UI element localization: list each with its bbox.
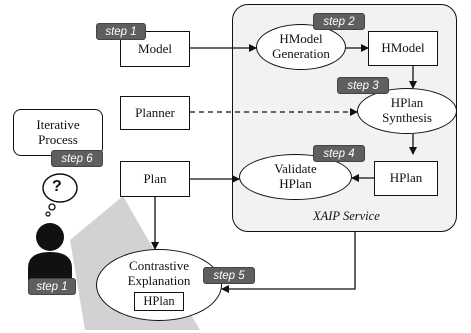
- user-head-icon: [36, 223, 64, 251]
- thought-bubble-icon: [42, 173, 78, 203]
- step-badge-generation: step 2: [313, 13, 365, 30]
- contrastive-explanation-line-1: Contrastive: [129, 258, 189, 274]
- contrastive-explanation-ellipse: Contrastive Explanation HPlan: [96, 249, 222, 321]
- arrow-service-to-explanation: [221, 232, 356, 293]
- hmodel-generation-ellipse: HModel Generation: [256, 24, 346, 70]
- step-badge-explanation: step 5: [203, 267, 255, 284]
- user-body-icon: [28, 252, 72, 280]
- step-badge-user: step 1: [28, 278, 76, 295]
- step-badge-validate: step 4: [313, 145, 365, 162]
- iterative-process-line-2: Process: [38, 131, 78, 147]
- step-badge-iterative: step 6: [51, 150, 103, 167]
- hmodel-generation-line-1: HModel: [279, 31, 323, 47]
- iterative-process-box: Iterative Process: [13, 109, 103, 156]
- hplan-synthesis-line-2: Synthesis: [382, 110, 432, 125]
- validate-hplan-line-1: Validate: [274, 161, 317, 177]
- hplan-box: HPlan: [374, 161, 438, 196]
- planner-box: Planner: [120, 96, 190, 130]
- hplan-synthesis-line-1: HPlan: [390, 95, 424, 111]
- hmodel-generation-line-2: Generation: [272, 46, 330, 61]
- iterative-process-line-1: Iterative: [36, 116, 80, 132]
- thought-question-mark: ?: [52, 178, 62, 195]
- xaip-service-label: XAIP Service: [313, 209, 380, 223]
- step-badge-synthesis: step 3: [337, 77, 389, 94]
- hmodel-box: HModel: [368, 31, 438, 66]
- plan-box: Plan: [120, 161, 190, 197]
- step-badge-model: step 1: [96, 23, 146, 40]
- explanation-hplan-box: HPlan: [134, 292, 184, 311]
- hplan-synthesis-ellipse: HPlan Synthesis: [357, 88, 457, 134]
- validate-hplan-line-2: HPlan: [279, 176, 312, 191]
- contrastive-explanation-line-2: Explanation: [127, 273, 191, 289]
